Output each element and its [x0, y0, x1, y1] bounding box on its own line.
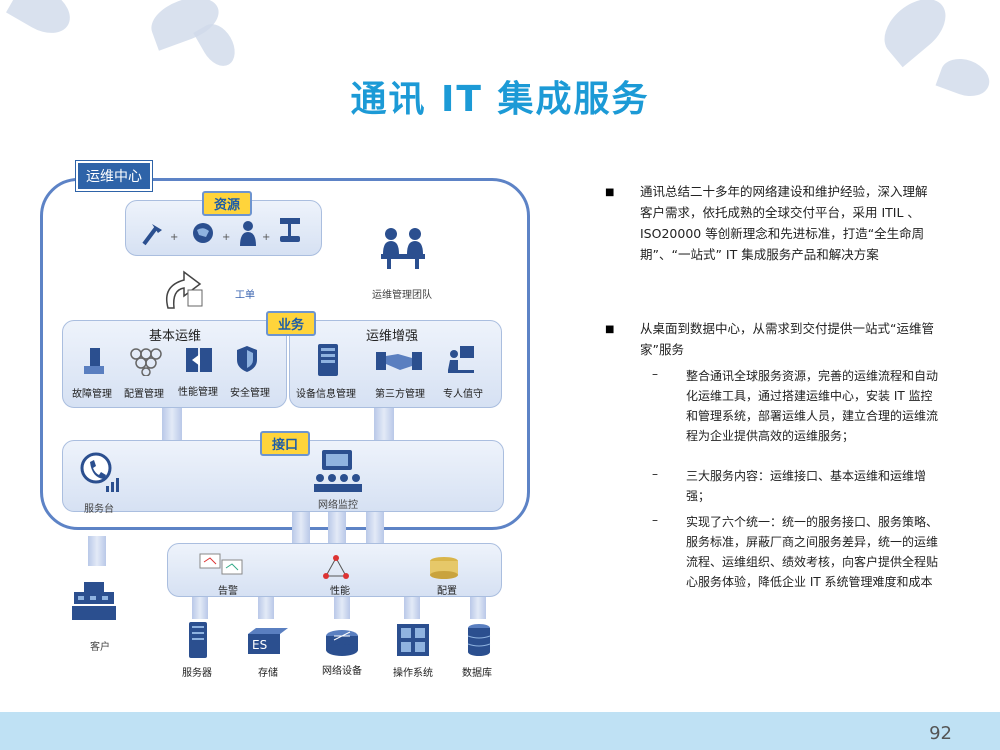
- footer-bar: [0, 712, 1000, 750]
- storage-icon: ES: [248, 628, 288, 654]
- basic-item-label: 配置管理: [124, 389, 164, 400]
- basic-item-label: 故障管理: [72, 389, 112, 400]
- enhance-item-label: 第三方管理: [375, 389, 425, 400]
- ops-center-frame: [40, 178, 530, 530]
- device-item-label: 数据库: [462, 668, 492, 679]
- server-icon: [189, 622, 207, 658]
- sub-bullet-marker: –: [652, 467, 658, 481]
- sub-bullet-text: 整合通讯全球服务资源，完善的运维流程和自动化运维工具，通过搭建运维中心，安装 I…: [686, 369, 939, 443]
- basic-item-label: 性能管理: [178, 387, 218, 398]
- device-item-label: 操作系统: [393, 668, 433, 679]
- connector: [292, 512, 310, 544]
- connector: [88, 536, 106, 566]
- config-db-icon: [430, 557, 458, 579]
- team-meeting-icon: [381, 228, 425, 269]
- connector: [404, 597, 420, 619]
- page-number: 92: [929, 723, 952, 744]
- connector: [366, 512, 384, 544]
- service-desk-icon: [80, 452, 119, 492]
- decor-leaf: [6, 0, 78, 43]
- ops-enhance-heading: 运维增强: [366, 329, 419, 344]
- os-icon: [397, 624, 429, 656]
- road-traffic-icon: [280, 218, 300, 242]
- resources-tag: 资源: [202, 191, 253, 216]
- bullet-marker: ■: [605, 187, 615, 198]
- sub-bullet-text: 三大服务内容：运维接口、基本运维和运维增强；: [686, 469, 927, 503]
- connector: [328, 512, 346, 544]
- decor-leaf: [873, 0, 957, 68]
- connector: [162, 408, 182, 440]
- service-desk-label: 服务台: [84, 504, 114, 515]
- device-info-icon: [318, 344, 338, 376]
- tools-icon: [142, 224, 162, 246]
- performance-node-icon: [323, 555, 349, 579]
- config-mgmt-icon: [130, 348, 162, 376]
- globe-icon: [193, 223, 213, 243]
- enhance-item-label: 设备信息管理: [296, 389, 356, 400]
- interface-tag: 接口: [260, 431, 311, 456]
- on-duty-icon: [448, 346, 474, 373]
- monitor-item-label: 告警: [218, 586, 238, 597]
- ops-center-tag: 运维中心: [76, 161, 152, 191]
- handshake-icon: [376, 352, 422, 370]
- connector: [258, 597, 274, 619]
- alarm-icon: [199, 553, 243, 575]
- connector: [334, 597, 350, 619]
- security-mgmt-icon: [237, 346, 257, 372]
- work-order-label: 工单: [235, 290, 255, 301]
- sub-bullet-marker: –: [652, 367, 658, 381]
- monitor-item-label: 配置: [437, 586, 457, 597]
- network-monitor-label: 网络监控: [318, 500, 358, 511]
- customer-building-icon: [72, 582, 116, 620]
- bullet-text: 通讯总结二十多年的网络建设和维护经验，深入理解客户需求，依托成熟的全球交付平台，…: [640, 184, 928, 262]
- connector: [192, 597, 208, 619]
- perf-mgmt-icon: [186, 348, 212, 372]
- basic-ops-heading: 基本运维: [149, 329, 202, 344]
- person-icon: [240, 221, 256, 246]
- basic-item-label: 安全管理: [230, 388, 270, 399]
- page-title: 通讯 IT 集成服务: [350, 79, 650, 120]
- monitor-item-label: 性能: [330, 586, 350, 597]
- network-device-icon: [326, 630, 358, 656]
- enhance-item-label: 专人值守: [443, 389, 483, 400]
- svg-text:ES: ES: [252, 638, 267, 652]
- business-tag: 业务: [266, 311, 317, 336]
- sub-bullet-marker: –: [652, 513, 658, 527]
- connector: [374, 408, 394, 440]
- network-monitor-icon: [314, 450, 362, 492]
- customer-label: 客户: [90, 642, 110, 653]
- fault-mgmt-icon: [84, 348, 104, 374]
- bullet-text: 从桌面到数据中心，从需求到交付提供一站式“运维管家”服务: [640, 321, 934, 357]
- work-order-arrow-icon: [166, 270, 203, 309]
- device-item-label: 网络设备: [322, 666, 362, 677]
- device-item-label: 存储: [258, 668, 278, 679]
- device-item-label: 服务器: [182, 668, 212, 679]
- team-label: 运维管理团队: [372, 290, 432, 301]
- sub-bullet-text: 实现了六个统一：统一的服务接口、服务策略、服务标准，屏蔽厂商之间服务差异，统一的…: [686, 515, 939, 589]
- connector: [470, 597, 486, 619]
- bullet-marker: ■: [605, 324, 615, 335]
- database-icon: [467, 624, 491, 656]
